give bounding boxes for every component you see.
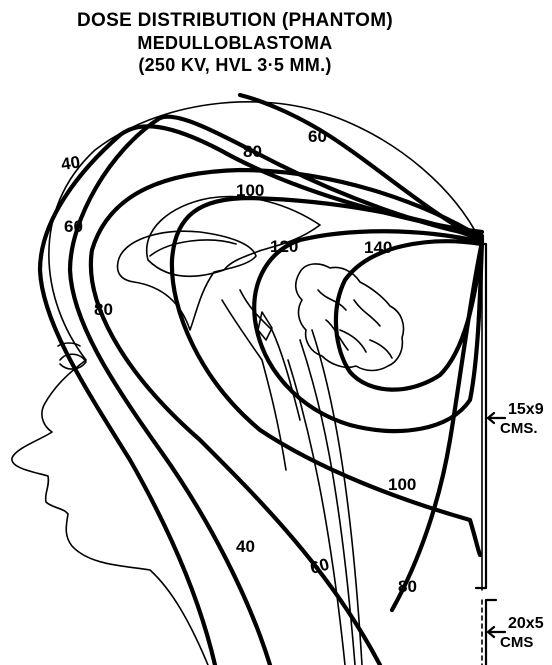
label-120: 120: [270, 237, 298, 256]
label-80-left: 80: [94, 300, 113, 319]
label-60-top: 60: [308, 127, 327, 146]
lower-field-unit: CMS: [500, 634, 533, 651]
brainstem: [240, 290, 300, 420]
label-100-bottom: 100: [388, 475, 416, 494]
corpus-callosum: [150, 240, 236, 256]
cerebellum-outline: [296, 264, 404, 371]
label-40-top: 40: [60, 153, 81, 174]
label-60-left: 60: [64, 217, 83, 236]
upper-field-unit: CMS.: [500, 420, 538, 437]
upper-field-size: 15x9: [508, 401, 544, 418]
label-40-bottom: 40: [236, 537, 255, 556]
label-60-bottom: 60: [308, 555, 331, 578]
label-80-bottom: 80: [398, 577, 417, 596]
face-profile: [12, 360, 208, 665]
ventricle-outline: [118, 231, 256, 330]
lower-field-size: 20x5: [508, 615, 544, 632]
cerebellum-folds: [318, 290, 392, 358]
label-100-top: 100: [236, 181, 264, 200]
label-140: 140: [364, 238, 392, 257]
label-80-top: 80: [243, 142, 262, 161]
